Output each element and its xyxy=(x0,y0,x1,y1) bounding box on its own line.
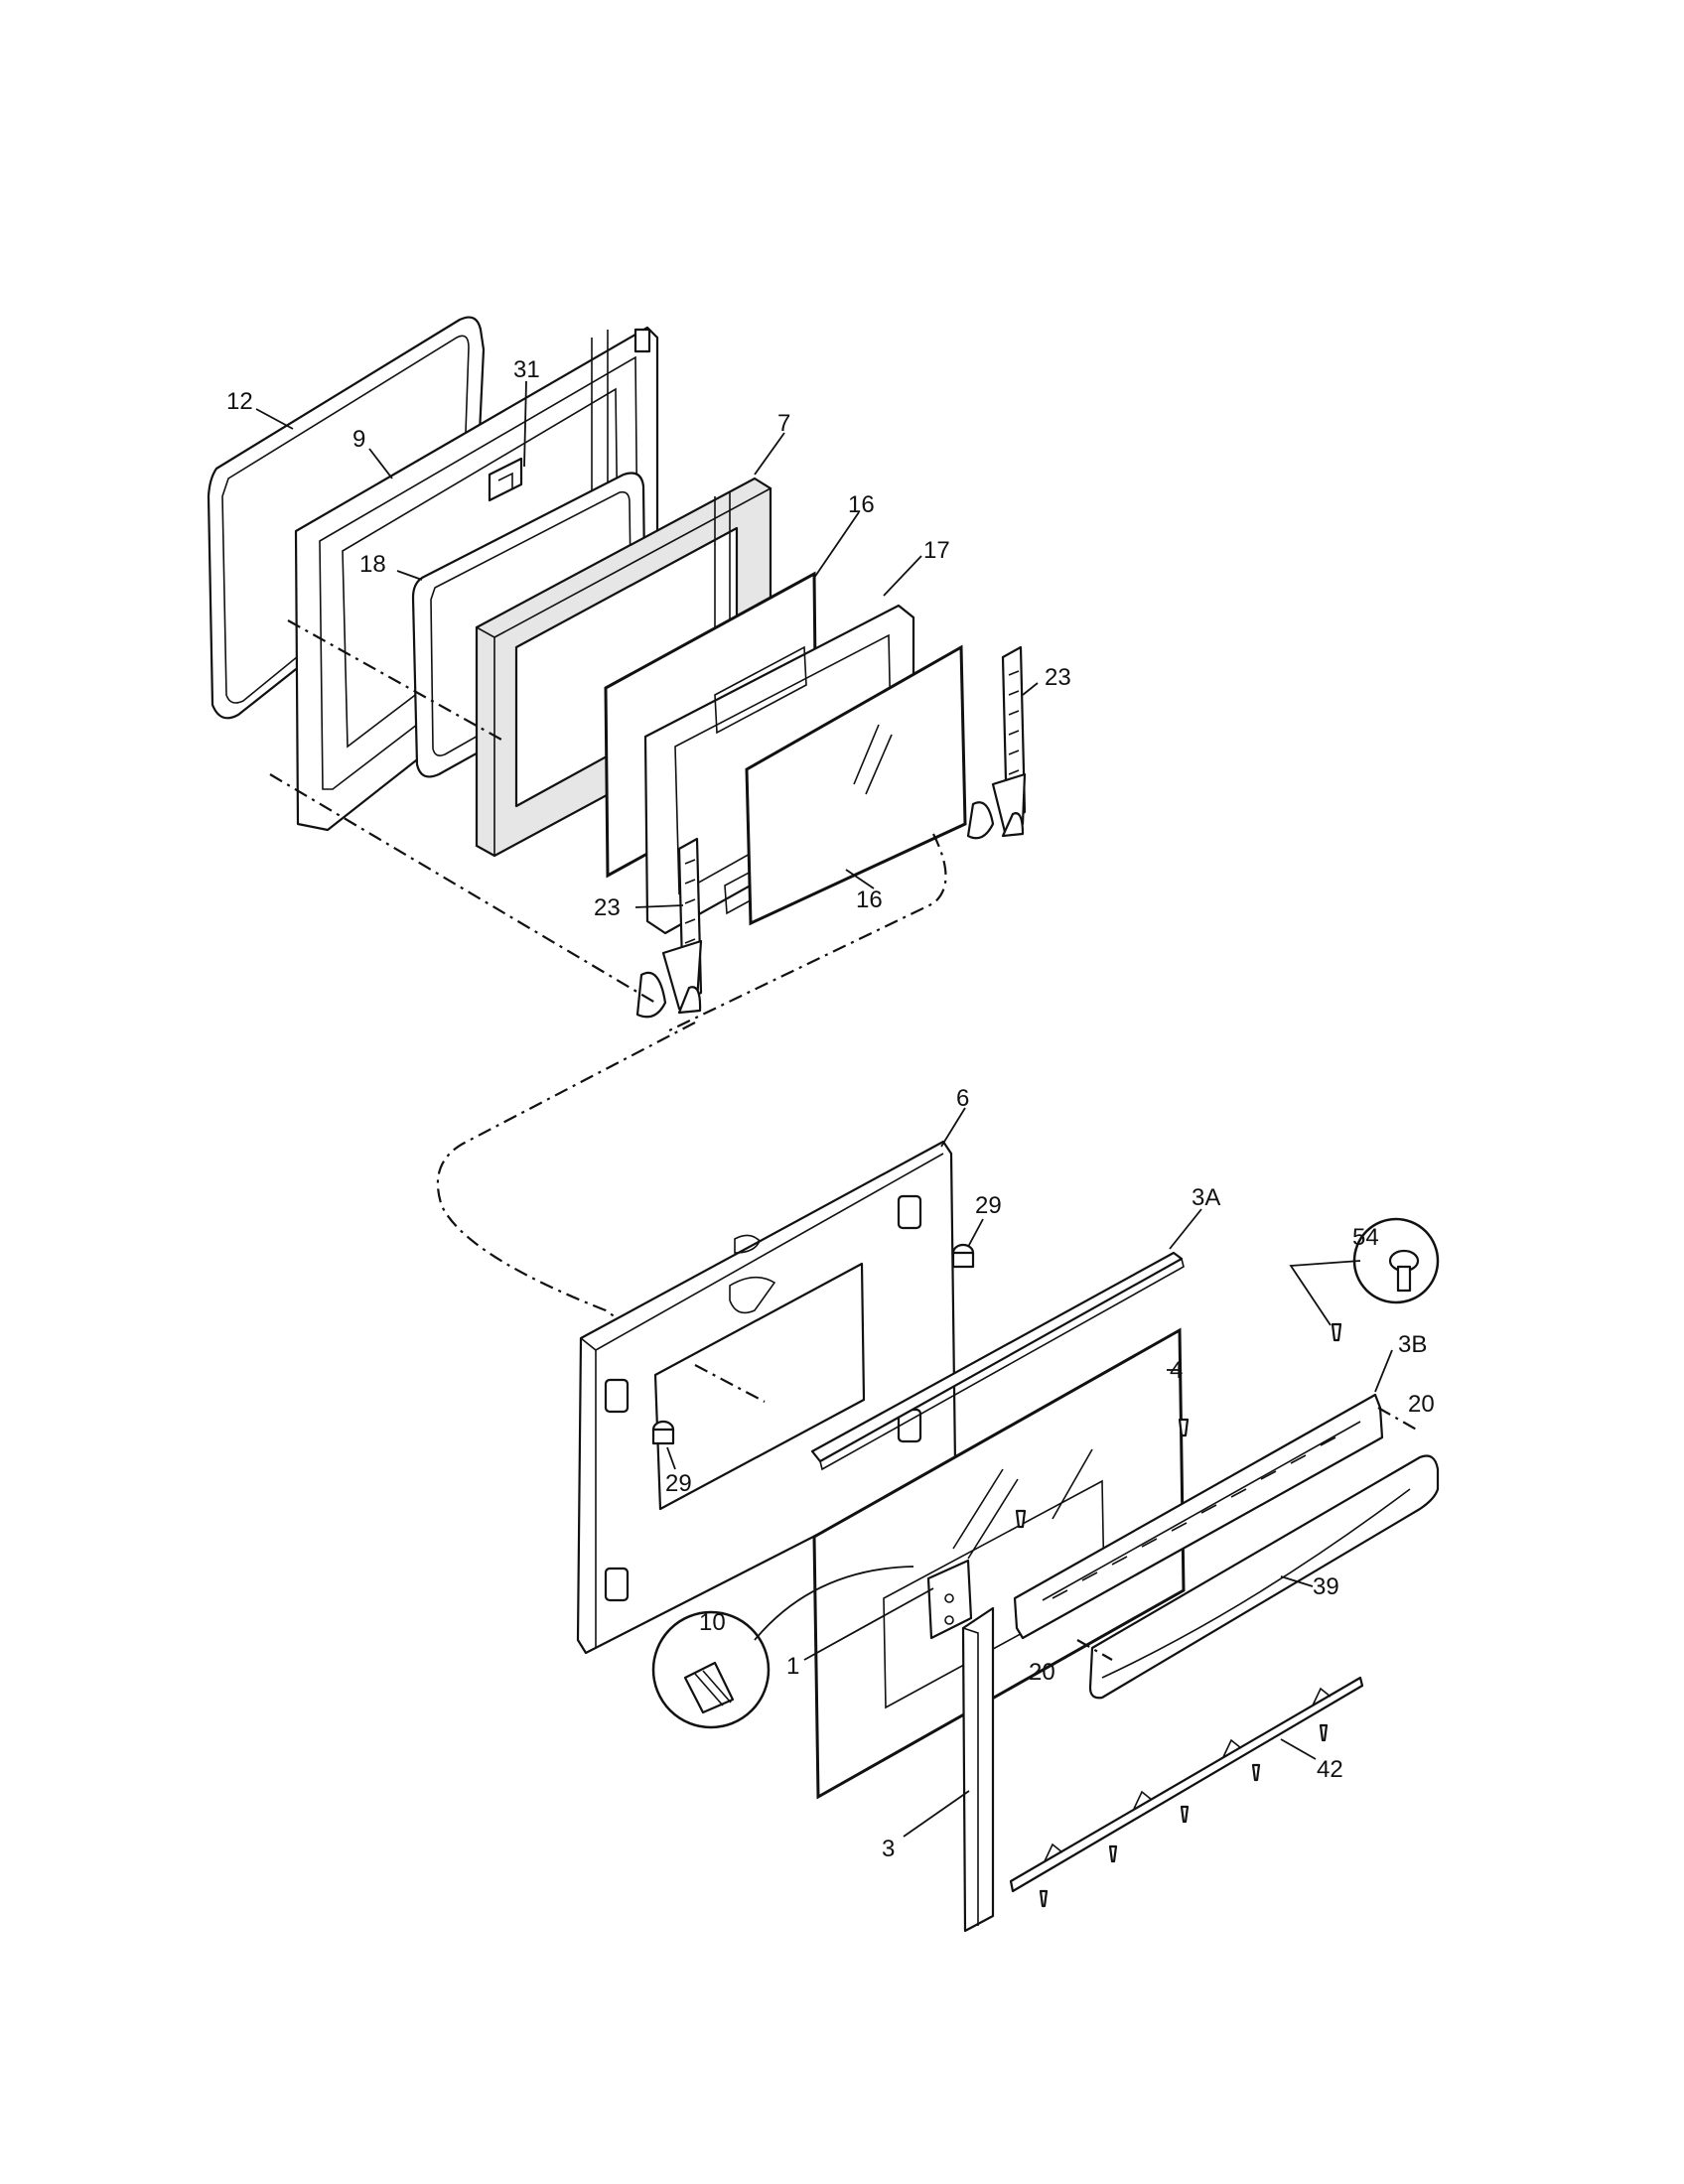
leader-line xyxy=(255,408,294,430)
leader-line xyxy=(813,511,860,579)
spacer-bushing-lower-part xyxy=(651,1420,675,1445)
outer-door-glass-part xyxy=(812,1327,1186,1800)
door-hinge-right-part xyxy=(966,645,1027,840)
callout-7: 7 xyxy=(777,410,790,437)
callout-29-upper: 29 xyxy=(975,1192,1002,1219)
leader-line xyxy=(1280,1575,1314,1587)
kick-strip-part xyxy=(1009,1676,1364,1908)
callout-23-left: 23 xyxy=(594,894,621,921)
assembly-dash-line xyxy=(436,1022,775,1431)
callout-17: 17 xyxy=(923,537,950,564)
callout-18: 18 xyxy=(359,551,386,578)
spacer-bushing-upper-part xyxy=(951,1243,975,1269)
callout-3A: 3A xyxy=(1192,1184,1220,1211)
callout-23-right: 23 xyxy=(1045,664,1071,691)
leader-line xyxy=(845,869,875,889)
leader-line xyxy=(940,1107,966,1148)
alignment-line xyxy=(694,1364,766,1403)
outer-glass-panel-part xyxy=(745,644,967,926)
callout-3: 3 xyxy=(882,1836,895,1862)
callout-16-lower: 16 xyxy=(856,887,883,913)
callout-29-lower: 29 xyxy=(665,1470,692,1497)
outer-door-panel-part xyxy=(576,1140,957,1655)
alignment-line xyxy=(269,773,656,1004)
leader-line xyxy=(368,448,393,479)
bracket-screw-part xyxy=(1015,1322,1342,1529)
leader-line xyxy=(1022,682,1039,696)
alignment-line xyxy=(664,833,947,1033)
liner-clip-part xyxy=(488,457,523,502)
leader-line xyxy=(1169,1208,1202,1250)
hinge-bracket-part xyxy=(926,1559,973,1640)
handle-bracket-part xyxy=(1013,1393,1384,1640)
callout-10: 10 xyxy=(699,1609,726,1636)
callout-42: 42 xyxy=(1317,1756,1343,1783)
leader-line xyxy=(803,1587,934,1661)
leader-line xyxy=(883,555,922,597)
leader-line xyxy=(666,1446,676,1470)
callout-20-right: 20 xyxy=(1408,1391,1435,1418)
callout-1: 1 xyxy=(786,1653,799,1680)
door-handle-part xyxy=(1088,1454,1440,1700)
door-top-trim-part xyxy=(810,1251,1185,1471)
leader-line xyxy=(1289,1260,1361,1326)
side-trim-part xyxy=(961,1606,995,1933)
callout-20-lower: 20 xyxy=(1029,1659,1055,1686)
leader-line xyxy=(1280,1738,1317,1760)
alignment-line xyxy=(287,619,502,741)
callout-39: 39 xyxy=(1313,1573,1339,1600)
leader-line xyxy=(523,380,527,468)
leader-line xyxy=(754,432,785,476)
leader-line xyxy=(396,570,423,581)
callout-4: 4 xyxy=(1170,1357,1183,1384)
leader-line xyxy=(1374,1349,1393,1393)
callout-31: 31 xyxy=(513,356,540,383)
callout-3B: 3B xyxy=(1398,1331,1427,1358)
leader-line xyxy=(967,1218,984,1248)
door-hinge-left-part xyxy=(635,837,703,1019)
screw-detail-circle-54 xyxy=(1352,1217,1440,1304)
callout-12: 12 xyxy=(226,388,253,415)
callout-9: 9 xyxy=(352,426,365,453)
callout-16-upper: 16 xyxy=(848,491,875,518)
alignment-line xyxy=(1076,1639,1113,1661)
leader-line xyxy=(634,904,684,908)
callout-54: 54 xyxy=(1352,1224,1379,1251)
alignment-line xyxy=(1377,1407,1421,1433)
callout-6: 6 xyxy=(956,1085,969,1112)
leader-line xyxy=(903,1790,970,1838)
insulation-pad-part xyxy=(475,477,772,858)
leader-line xyxy=(754,1566,914,1641)
screw-detail-circle-10 xyxy=(651,1610,771,1729)
